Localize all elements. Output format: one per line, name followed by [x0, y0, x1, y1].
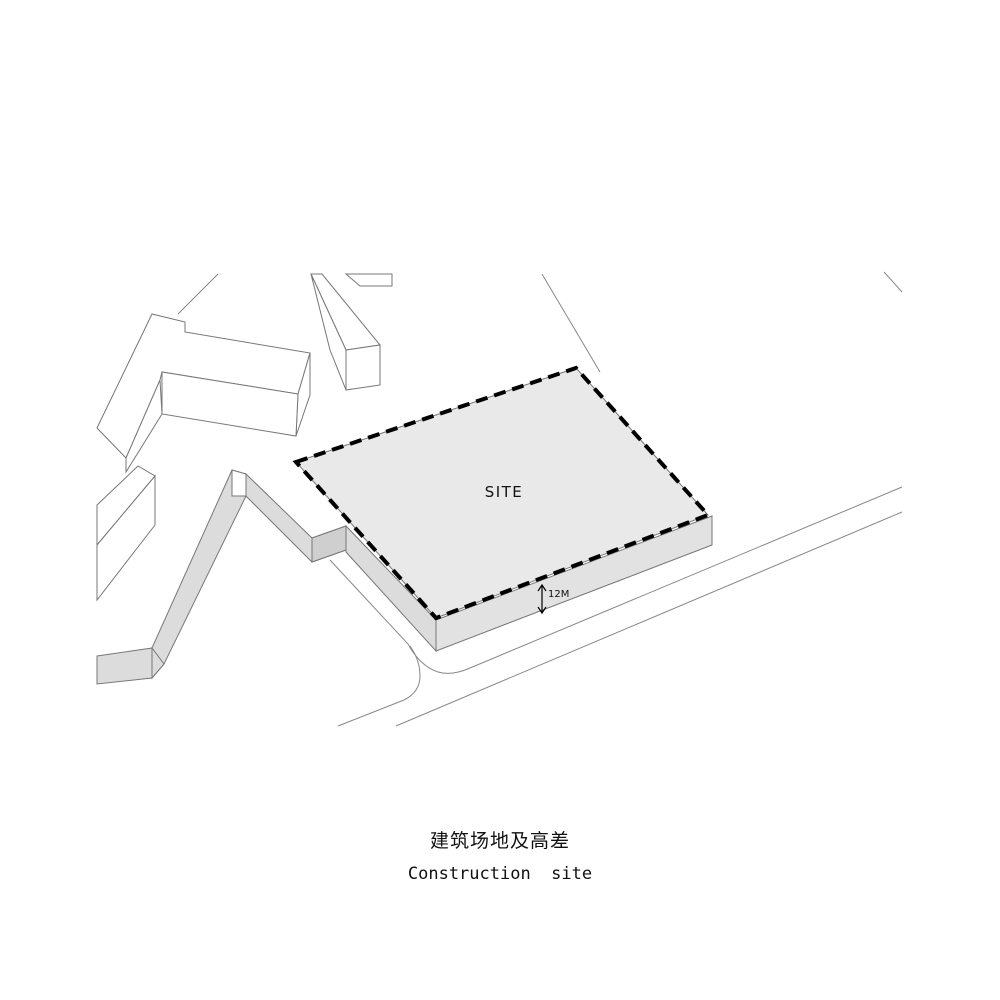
wall-face-end	[151, 646, 165, 680]
height-arrow-head-top	[537, 583, 547, 592]
road-edge-top	[541, 273, 601, 373]
building-small-left	[96, 465, 156, 602]
road-edge-upper	[329, 486, 903, 674]
height-label: 12M	[548, 589, 569, 600]
height-arrow-head-bottom	[537, 606, 547, 615]
slab-upper-block	[344, 273, 393, 287]
building-l-shape	[96, 313, 311, 474]
site-platform	[295, 367, 713, 653]
path-top-left	[177, 273, 219, 315]
road-edge-bend	[337, 645, 421, 727]
building-slab-top	[310, 273, 393, 391]
roads	[177, 271, 903, 727]
road-edge-top-right	[883, 271, 903, 293]
site-boundary	[292, 365, 712, 621]
retaining-wall	[96, 469, 347, 685]
wall-notch	[311, 525, 347, 563]
slab-front-face	[345, 344, 381, 391]
site-side-right	[435, 515, 713, 652]
wall-top	[231, 469, 247, 497]
slab-side-face	[310, 273, 347, 391]
site-label: SITE	[485, 483, 524, 501]
caption-title-cn: 建筑场地及高差	[429, 830, 570, 852]
road-edge-lower	[395, 511, 903, 727]
building-l-front-face	[161, 371, 299, 437]
building-small-face	[96, 474, 156, 602]
caption-title-en: Construction site	[407, 864, 593, 884]
building-l-side-face	[125, 379, 163, 474]
height-indicator	[537, 583, 547, 615]
